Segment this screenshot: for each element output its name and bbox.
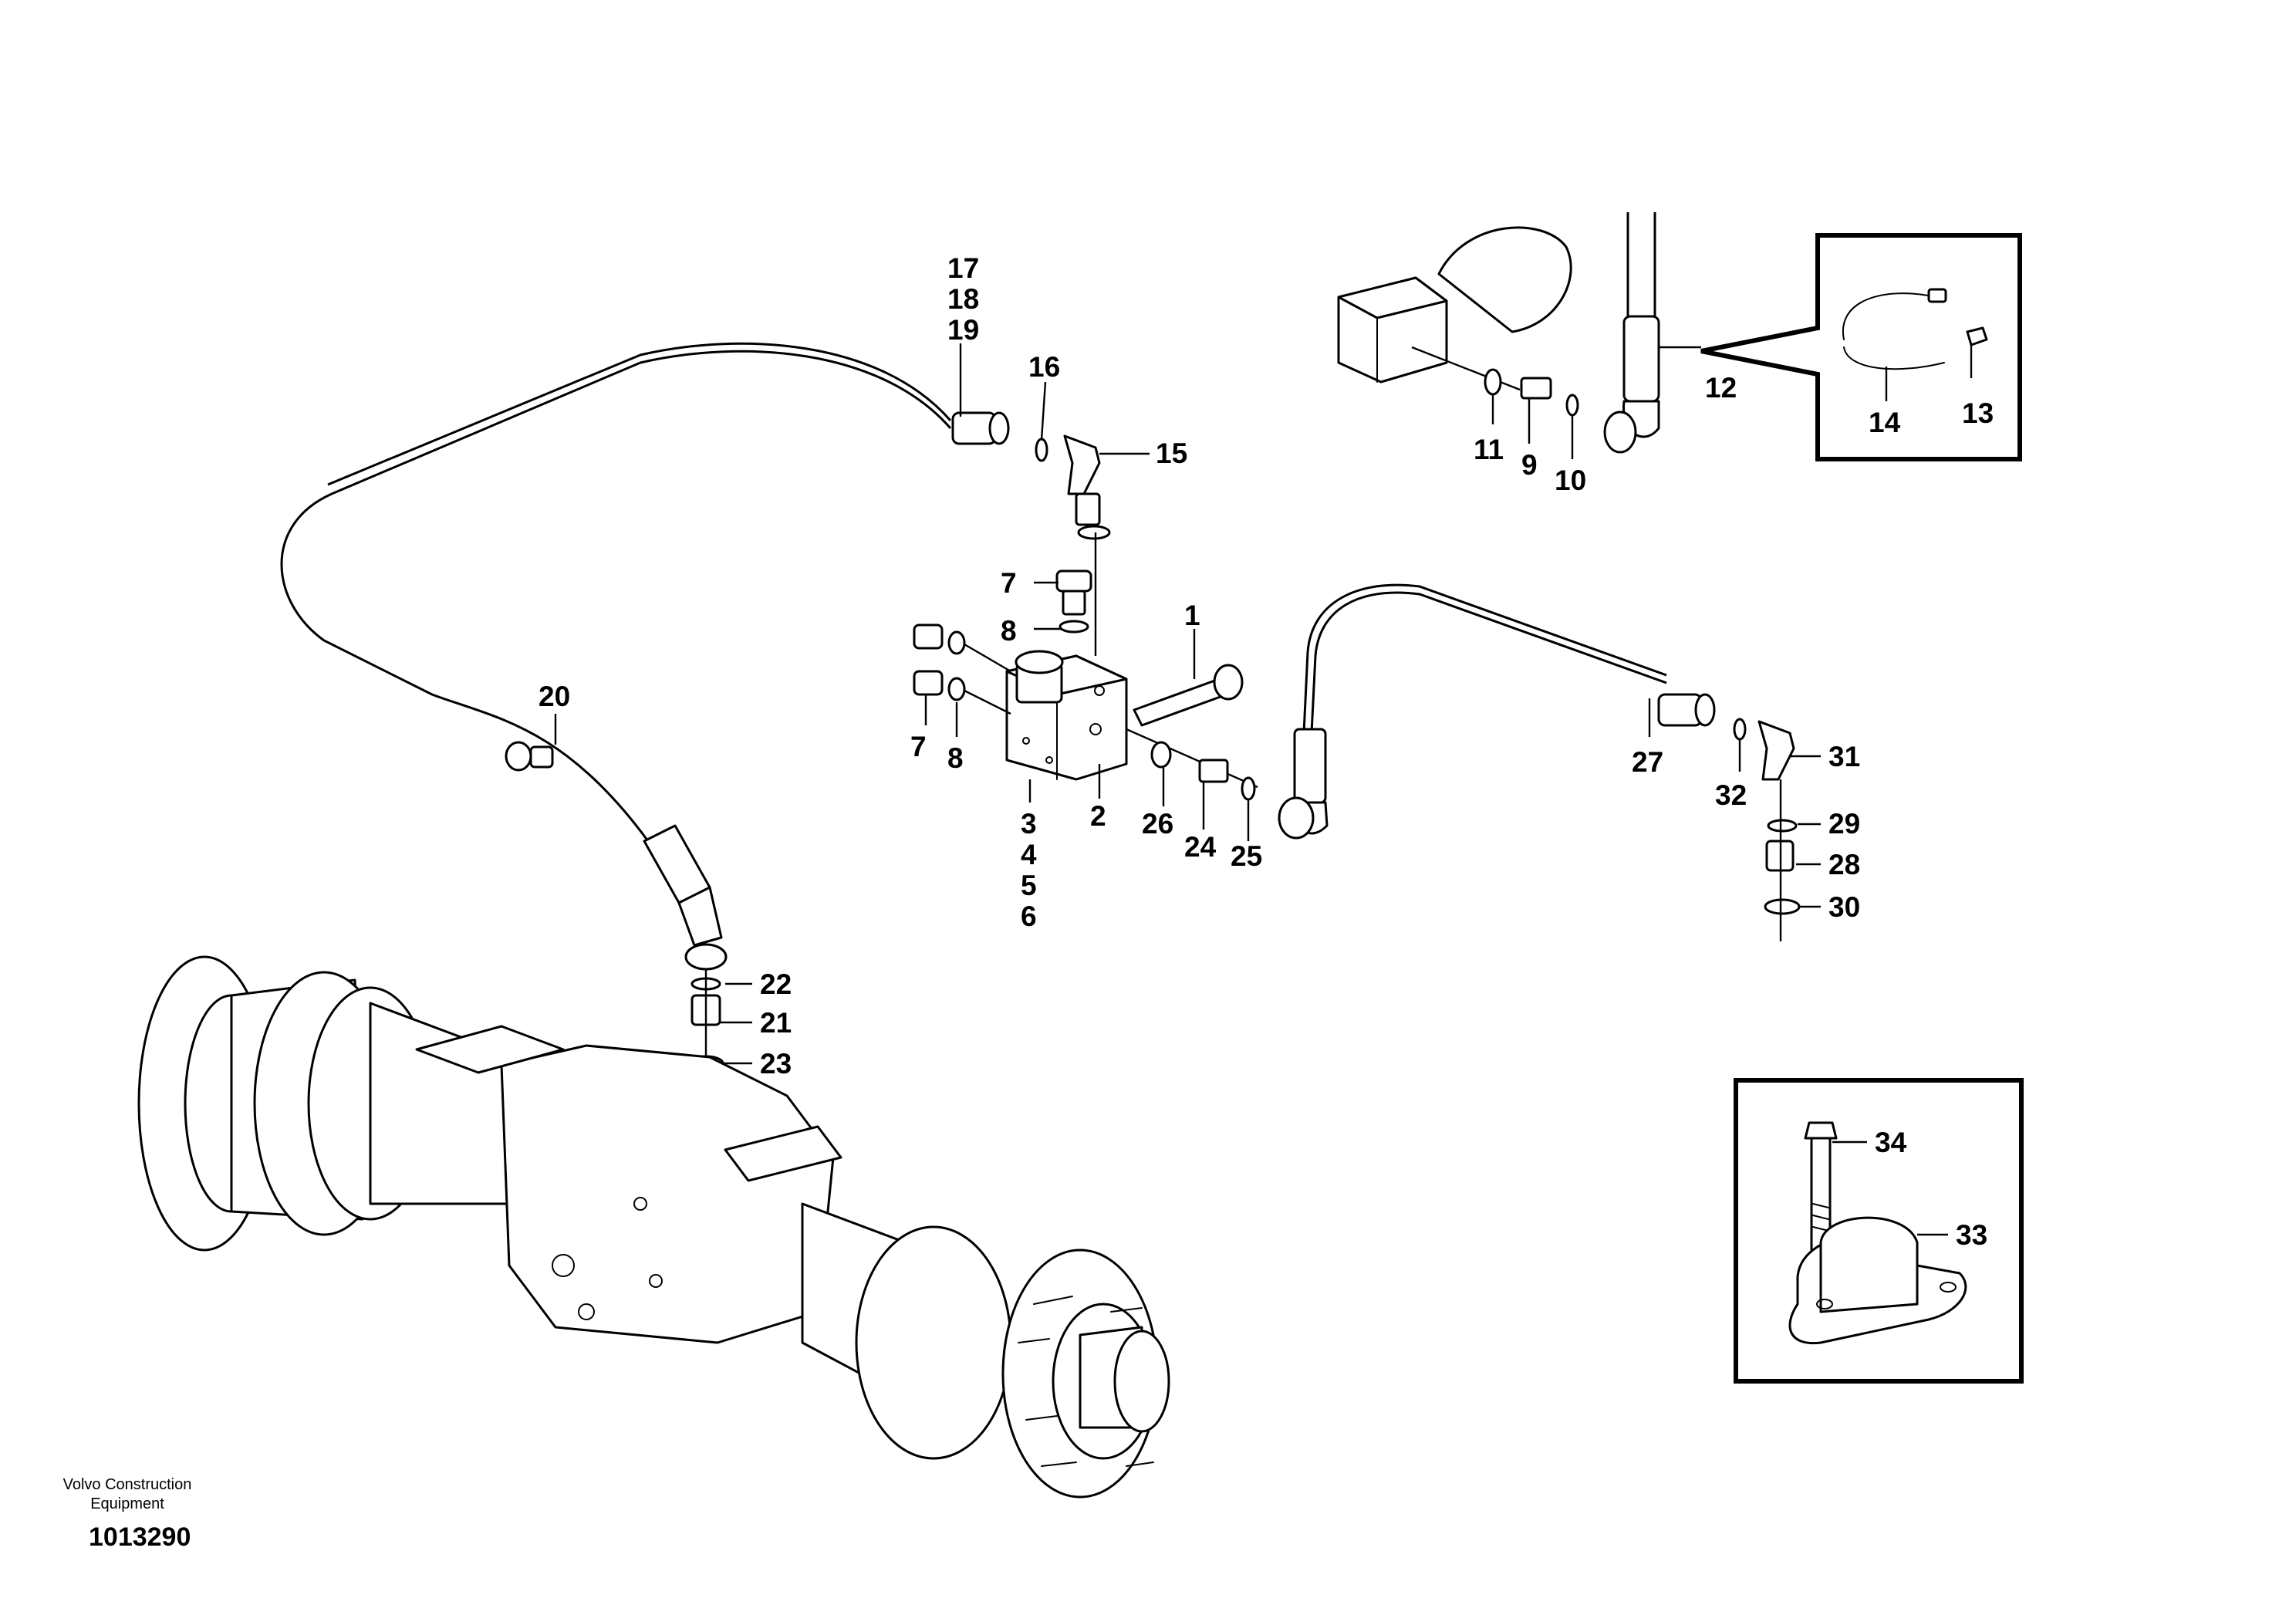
callout-5: 5 [1021,870,1037,901]
callout-25: 25 [1231,840,1262,872]
callout-9: 9 [1521,449,1538,481]
callout-27: 27 [1632,746,1663,778]
figure-number: 1013290 [89,1522,191,1552]
callout-18: 18 [947,283,979,315]
callout-20: 20 [539,681,570,712]
bolt-1 [1133,664,1244,727]
fittings-20-23 [505,741,728,1080]
callout-12: 12 [1705,372,1737,404]
callout-33: 33 [1956,1219,1987,1251]
fittings-27-32 [1657,693,1801,941]
callout-22: 22 [760,968,792,1000]
callout-3: 3 [1021,808,1037,840]
footer: Volvo Construction Equipment 1013290 [63,1476,192,1552]
callout-14: 14 [1869,407,1901,438]
callout-8-top: 8 [1001,615,1017,647]
brake-reservoir [1337,226,1579,417]
leader-lines [554,343,1973,1236]
callout-31: 31 [1828,741,1860,772]
callout-15: 15 [1156,438,1187,469]
plug-fittings-left [913,623,1011,715]
callout-19: 19 [947,314,979,346]
callout-21: 21 [760,1007,792,1039]
company-name-line2: Equipment [90,1495,164,1512]
company-name-line1: Volvo Construction [63,1476,192,1493]
inset-bolt-cover [1734,1078,2024,1384]
callout-1: 1 [1184,600,1200,631]
callout-30: 30 [1828,891,1860,923]
callout-24: 24 [1184,831,1217,863]
plug-top [1055,569,1092,634]
brake-hose-right [1302,583,1667,734]
callout-23: 23 [760,1048,792,1080]
callout-7-left: 7 [910,731,927,762]
callout-6: 6 [1021,901,1037,932]
axle-assembly [137,955,1170,1499]
callout-2: 2 [1090,800,1106,832]
fittings-15-19 [951,411,1111,656]
callout-34: 34 [1875,1127,1907,1158]
callout-7-top: 7 [1001,567,1017,599]
callout-28: 28 [1828,849,1860,880]
callout-29: 29 [1828,808,1860,840]
hose-elbow-lower [1278,728,1329,840]
fittings-24-26 [1126,728,1258,801]
brake-hose-left [280,342,952,904]
callout-32: 32 [1715,779,1747,811]
callout-4: 4 [1021,839,1037,870]
callout-10: 10 [1555,465,1586,496]
wheel-studs [1018,1296,1154,1467]
inset-cable-tie [1700,233,2022,461]
callout-8-left: 8 [947,742,964,774]
callout-17: 17 [947,252,979,284]
callout-labels: 17 18 19 16 15 7 8 1 7 8 3 4 5 6 2 26 24… [539,252,1994,1251]
valve-block [1005,650,1128,781]
callout-16: 16 [1028,351,1060,383]
callout-13: 13 [1962,397,1994,429]
reservoir-hose-12 [1603,212,1660,454]
callout-26: 26 [1142,808,1173,840]
callout-11: 11 [1474,434,1504,465]
